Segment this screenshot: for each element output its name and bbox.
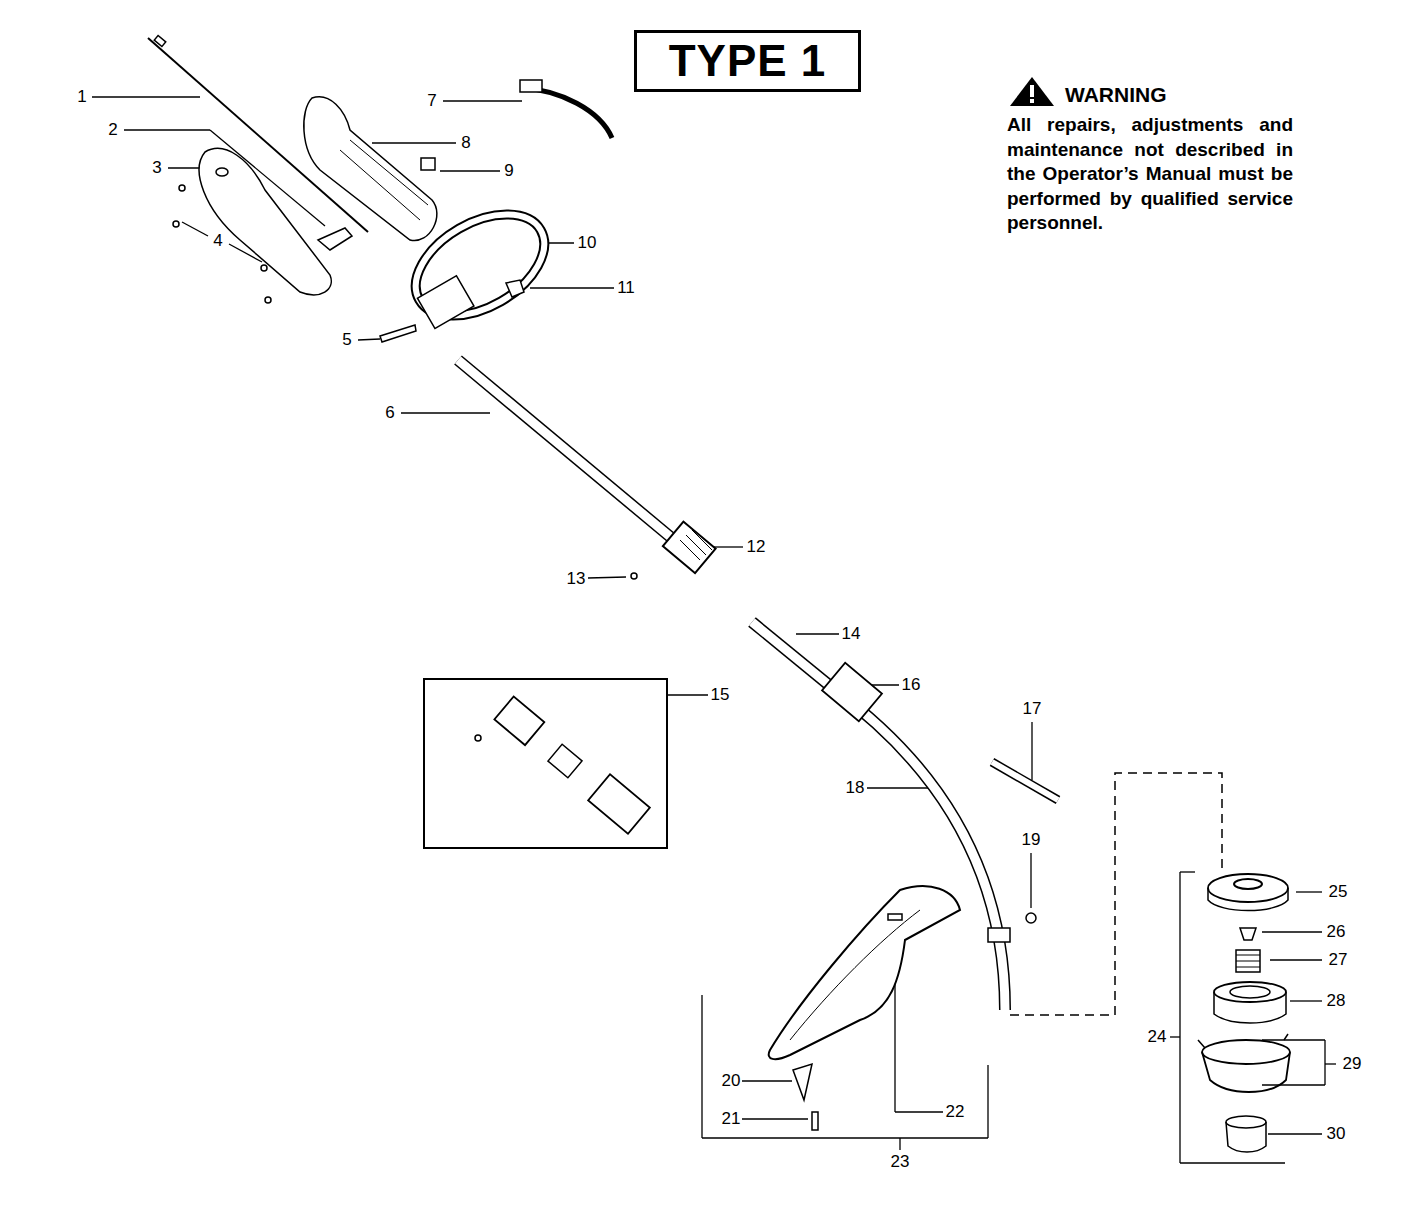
type-box: TYPE 1 — [634, 30, 861, 92]
callout-number: 12 — [747, 537, 766, 557]
callout-number: 4 — [213, 231, 222, 251]
callout-number: 11 — [617, 278, 635, 298]
callout-number: 10 — [578, 233, 597, 253]
callout-number: 5 — [342, 330, 351, 350]
callout-number: 9 — [504, 161, 513, 181]
callout-number: 16 — [902, 675, 921, 695]
callout-number: 17 — [1023, 699, 1042, 719]
type-label: TYPE 1 — [669, 36, 827, 86]
callout-number: 15 — [711, 685, 730, 705]
callout-number: 18 — [846, 778, 865, 798]
callout-number: 13 — [567, 569, 586, 589]
callout-number: 26 — [1327, 922, 1346, 942]
callout-number: 22 — [946, 1102, 965, 1122]
callout-number: 8 — [461, 133, 470, 153]
callout-number: 14 — [842, 624, 861, 644]
callout-number: 6 — [385, 403, 394, 423]
callout-number: 7 — [427, 91, 436, 111]
callout-number: 28 — [1327, 991, 1346, 1011]
callout-number: 23 — [891, 1152, 910, 1172]
callout-number: 1 — [77, 87, 86, 107]
callout-number: 2 — [108, 120, 117, 140]
callout-number: 29 — [1343, 1054, 1362, 1074]
callout-number: 21 — [722, 1109, 741, 1129]
warning-text: All repairs, adjustments and maintenance… — [1007, 113, 1293, 236]
warning-heading: WARNING — [1065, 85, 1167, 105]
callout-number: 19 — [1022, 830, 1041, 850]
callout-number: 20 — [722, 1071, 741, 1091]
callout-number: 27 — [1329, 950, 1348, 970]
callout-number: 25 — [1329, 882, 1348, 902]
callout-number: 24 — [1148, 1027, 1167, 1047]
callout-number: 3 — [152, 158, 161, 178]
callout-number: 30 — [1327, 1124, 1346, 1144]
